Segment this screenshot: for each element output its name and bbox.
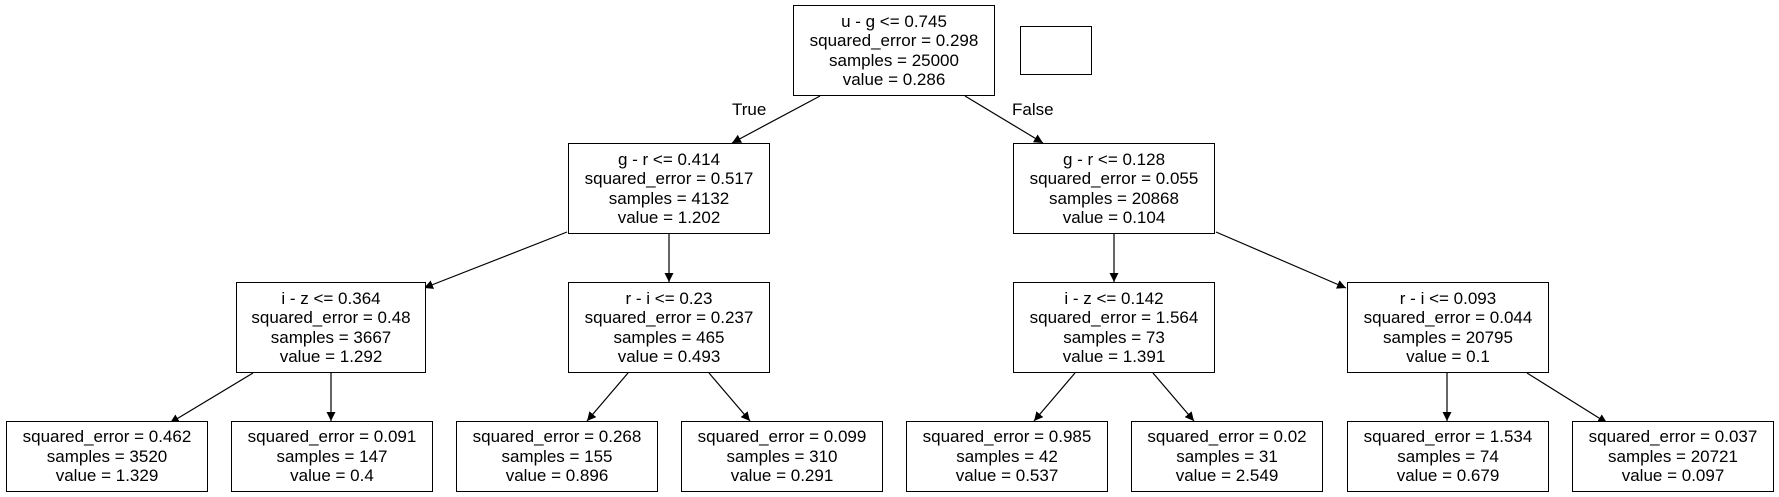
node-value: value = 0.493 (617, 347, 721, 366)
edge-lr-l3 (586, 372, 629, 422)
node-squared-error: squared_error = 0.298 (809, 31, 979, 50)
tree-leaf-3: squared_error = 0.268 samples = 155 valu… (456, 421, 658, 492)
node-samples: samples = 25000 (829, 50, 959, 70)
edge-rr-l8 (1526, 372, 1608, 424)
node-squared-error: squared_error = 0.48 (251, 308, 411, 327)
node-squared-error: squared_error = 1.534 (1363, 427, 1533, 447)
node-samples: samples = 155 (501, 446, 613, 466)
node-squared-error: squared_error = 0.044 (1363, 308, 1533, 327)
node-condition: g - r <= 0.414 (617, 149, 721, 169)
node-squared-error: squared_error = 0.02 (1147, 427, 1307, 447)
node-value: value = 0.1 (1406, 347, 1490, 366)
node-samples: samples = 3667 (270, 327, 392, 347)
node-samples: samples = 147 (276, 446, 388, 466)
tree-node-level2-ll: i - z <= 0.364 squared_error = 0.48 samp… (236, 282, 426, 373)
node-value: value = 0.097 (1621, 466, 1725, 486)
edge-ll-l1 (169, 372, 254, 424)
tree-node-level2-rr: r - i <= 0.093 squared_error = 0.044 sam… (1347, 282, 1549, 373)
node-squared-error: squared_error = 0.462 (22, 427, 192, 447)
empty-legend-box (1020, 26, 1092, 75)
node-value: value = 1.391 (1062, 347, 1166, 366)
tree-leaf-1: squared_error = 0.462 samples = 3520 val… (6, 421, 208, 492)
node-samples: samples = 73 (1063, 327, 1165, 347)
node-squared-error: squared_error = 0.985 (922, 427, 1092, 447)
node-value: value = 1.329 (55, 466, 159, 486)
node-squared-error: squared_error = 0.237 (584, 308, 754, 327)
node-condition: i - z <= 0.364 (281, 288, 381, 308)
tree-leaf-4: squared_error = 0.099 samples = 310 valu… (681, 421, 883, 492)
node-squared-error: squared_error = 0.037 (1588, 427, 1758, 447)
tree-leaf-2: squared_error = 0.091 samples = 147 valu… (231, 421, 433, 492)
node-value: value = 0.4 (290, 466, 374, 486)
tree-leaf-7: squared_error = 1.534 samples = 74 value… (1347, 421, 1549, 492)
node-samples: samples = 20795 (1383, 327, 1513, 347)
node-samples: samples = 4132 (608, 188, 730, 208)
node-samples: samples = 310 (726, 446, 838, 466)
node-condition: i - z <= 0.142 (1064, 288, 1164, 308)
node-value: value = 0.537 (955, 466, 1059, 486)
node-value: value = 1.292 (279, 347, 383, 366)
edge-rl-l6 (1152, 372, 1195, 422)
tree-node-level2-rl: i - z <= 0.142 squared_error = 1.564 sam… (1013, 282, 1215, 373)
tree-leaf-6: squared_error = 0.02 samples = 31 value … (1131, 421, 1323, 492)
node-condition: r - i <= 0.23 (625, 288, 713, 308)
node-value: value = 0.286 (842, 70, 946, 89)
node-condition: r - i <= 0.093 (1399, 288, 1497, 308)
edge-root-left (731, 95, 821, 144)
node-samples: samples = 20721 (1608, 446, 1738, 466)
node-squared-error: squared_error = 0.517 (584, 169, 754, 188)
node-value: value = 0.291 (730, 466, 834, 486)
edge-l1right-rr (1215, 231, 1347, 289)
node-squared-error: squared_error = 0.268 (472, 427, 642, 447)
edge-label-false: False (1012, 100, 1054, 119)
node-squared-error: squared_error = 0.055 (1029, 169, 1199, 188)
edge-root-right (964, 95, 1044, 144)
node-value: value = 0.679 (1396, 466, 1500, 486)
node-samples: samples = 465 (613, 327, 725, 347)
node-samples: samples = 31 (1176, 446, 1278, 466)
tree-node-level1-right: g - r <= 0.128 squared_error = 0.055 sam… (1013, 143, 1215, 234)
edge-label-true: True (732, 100, 767, 119)
node-squared-error: squared_error = 0.091 (247, 427, 417, 447)
tree-node-level1-left: g - r <= 0.414 squared_error = 0.517 sam… (568, 143, 770, 234)
node-squared-error: squared_error = 0.099 (697, 427, 867, 447)
node-value: value = 0.896 (505, 466, 609, 486)
tree-leaf-8: squared_error = 0.037 samples = 20721 va… (1572, 421, 1774, 492)
node-samples: samples = 74 (1397, 446, 1499, 466)
edge-l1left-ll (423, 231, 568, 289)
edge-lr-l4 (708, 372, 751, 422)
node-squared-error: squared_error = 1.564 (1029, 308, 1199, 327)
node-value: value = 2.549 (1175, 466, 1279, 486)
node-condition: u - g <= 0.745 (841, 11, 947, 31)
tree-node-level2-lr: r - i <= 0.23 squared_error = 0.237 samp… (568, 282, 770, 373)
edge-rl-l5 (1033, 372, 1076, 422)
node-samples: samples = 42 (956, 446, 1058, 466)
node-condition: g - r <= 0.128 (1062, 149, 1166, 169)
tree-node-root: u - g <= 0.745 squared_error = 0.298 sam… (793, 5, 995, 96)
tree-leaf-5: squared_error = 0.985 samples = 42 value… (906, 421, 1108, 492)
node-samples: samples = 3520 (46, 446, 168, 466)
node-value: value = 1.202 (617, 208, 721, 227)
node-value: value = 0.104 (1062, 208, 1166, 227)
node-samples: samples = 20868 (1049, 188, 1179, 208)
